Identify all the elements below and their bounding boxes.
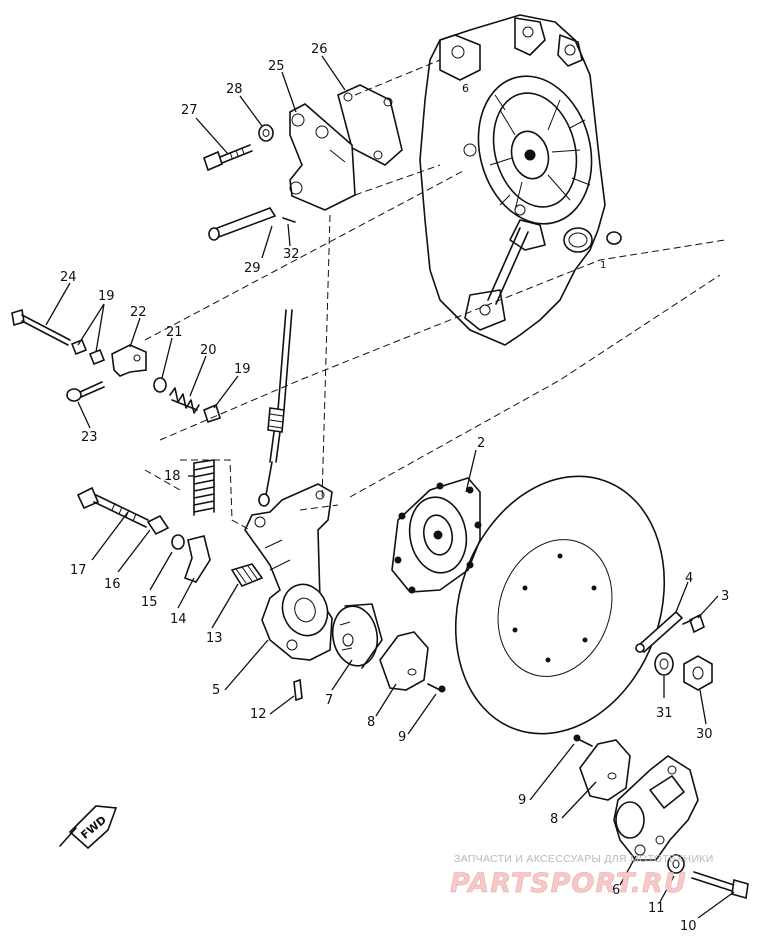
callout-8-left: 8: [367, 715, 375, 730]
callout-18: 18: [164, 469, 181, 484]
callout-13: 13: [206, 631, 223, 646]
washer-11-hole: [672, 859, 680, 869]
washer-31: [654, 652, 674, 676]
pin-12: [293, 678, 303, 702]
case-seal-mark: 1: [600, 260, 606, 271]
pin-29: [208, 207, 277, 241]
screw-9-right: [573, 734, 593, 747]
callout-32: 32: [283, 247, 300, 262]
bolt-10: [691, 871, 749, 900]
engine-case-mark: 6: [462, 82, 469, 95]
bolt-23: [66, 381, 105, 402]
forward-direction-arrow: FWD: [59, 805, 118, 850]
caliper-half-6: [613, 755, 699, 861]
washer-21: [153, 377, 167, 393]
nut-30: [683, 655, 713, 691]
brake-disc: [454, 475, 666, 735]
bolt-27: [203, 144, 253, 172]
washer-11: [667, 854, 685, 874]
watermark-logo: PARTSPORT.RU: [450, 868, 687, 899]
callout-17: 17: [70, 563, 87, 578]
callout-9-right: 9: [518, 793, 526, 808]
cotter-pin-32: [282, 217, 296, 223]
callout-29: 29: [244, 261, 261, 276]
callout-25: 25: [268, 59, 285, 74]
callout-2: 2: [477, 436, 485, 451]
bracket-arm-25: [289, 103, 356, 211]
callout-numbers: 27 28 25 26 29 32 24 19 22 21 20 19 23 1…: [60, 42, 729, 934]
nut-16: [146, 514, 170, 536]
callout-5: 5: [212, 683, 220, 698]
lever-14: [183, 535, 211, 583]
callout-8-right: 8: [550, 812, 558, 827]
hub-flange-2: [391, 477, 482, 594]
pad-8-left: [379, 631, 429, 691]
lock-plate-4: [635, 610, 684, 654]
washer-28: [258, 124, 274, 142]
callout-20: 20: [200, 343, 217, 358]
washer-28-hole: [262, 129, 270, 137]
callout-24: 24: [60, 270, 77, 285]
callout-19-top: 19: [98, 289, 115, 304]
callout-7: 7: [325, 693, 333, 708]
callout-21: 21: [166, 325, 183, 340]
nut-19c: [203, 403, 221, 424]
callout-31: 31: [656, 706, 673, 721]
screw-9-left: [427, 683, 446, 693]
callout-10: 10: [680, 919, 697, 934]
callout-9-left: 9: [398, 730, 406, 745]
washer-31-hole: [659, 658, 669, 670]
callout-23: 23: [81, 430, 98, 445]
brake-cable: [258, 309, 293, 507]
spring-18: [193, 459, 215, 516]
spring-13: [230, 563, 264, 587]
callout-11: 11: [648, 901, 665, 916]
bracket-22-hole: [133, 354, 141, 362]
callout-27: 27: [181, 103, 198, 118]
callout-15: 15: [141, 595, 158, 610]
callout-6: 6: [612, 883, 620, 898]
watermark: ЗАПЧАСТИ И АКСЕССУАРЫ ДЛЯ МОТОТЕХНИКИ PA…: [450, 853, 714, 899]
nut-19a: [70, 338, 88, 356]
callout-12: 12: [250, 707, 267, 722]
callout-3: 3: [721, 589, 729, 604]
callout-30: 30: [696, 727, 713, 742]
bolt-3: [682, 613, 705, 634]
bolt-24: [11, 308, 71, 346]
piston-7: [331, 603, 383, 669]
spring-20: [169, 387, 200, 414]
callout-leaders: [45, 55, 735, 919]
callout-22: 22: [130, 305, 147, 320]
caliper-body-5: [244, 483, 333, 661]
callout-4: 4: [685, 571, 693, 586]
engine-case: 6 1: [419, 14, 622, 346]
washer-15: [171, 534, 185, 550]
bolt-17: [76, 486, 149, 528]
nut-19b: [88, 348, 106, 366]
callout-19-right: 19: [234, 362, 251, 377]
watermark-tagline: ЗАПЧАСТИ И АКСЕССУАРЫ ДЛЯ МОТОТЕХНИКИ: [454, 853, 714, 865]
callout-16: 16: [104, 577, 121, 592]
callout-14: 14: [170, 612, 187, 627]
callout-26: 26: [311, 42, 328, 57]
bracket-22: [111, 344, 147, 377]
assembly-guide-lines: [144, 59, 726, 531]
callout-28: 28: [226, 82, 243, 97]
